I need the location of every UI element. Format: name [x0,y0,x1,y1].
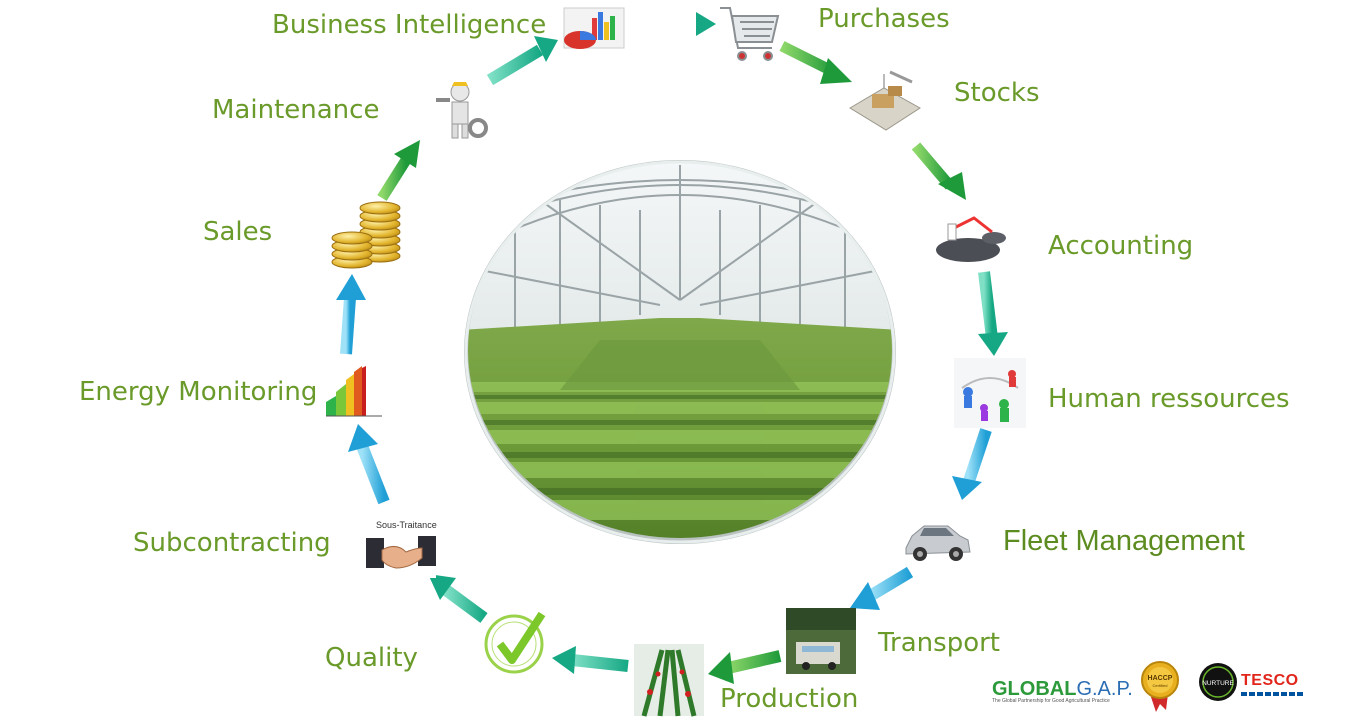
greenhouse-photo [464,160,896,544]
haccp-badge-title: HACCP [1148,675,1173,682]
arrow-quality-to-subcontracting [428,574,488,623]
arrow-energy-to-sales [336,274,366,355]
label-transport: Transport [878,628,1001,658]
label-purchases: Purchases [818,4,950,34]
arrow-hr-to-fleet [952,428,992,500]
cycle-arrows [336,12,1008,684]
globalgap-logo-suffix: G.A.P. [1076,678,1133,700]
arrow-purchases-to-stocks [779,41,852,84]
transport-photo-icon [786,608,856,674]
quality-check-icon [484,611,546,674]
label-energy-monitoring: Energy Monitoring [79,377,318,407]
shopping-cart-icon [720,7,780,61]
business-chart-icon [563,7,625,49]
label-production: Production [720,684,859,714]
maintenance-worker-icon [436,82,488,139]
haccp-badge-subtitle: Certified [1153,683,1168,688]
label-fleet-management: Fleet Management [1003,525,1245,557]
label-human-resources: Human ressources [1048,384,1290,414]
arrow-maintenance-to-bi [486,36,558,86]
warehouse-icon [849,70,921,131]
nurture-logo-text: NURTURE [1202,680,1234,687]
globalgap-tagline: The Global Partnership for Good Agricult… [992,698,1110,704]
arrow-accounting-to-hr [978,271,1008,356]
label-accounting: Accounting [1048,231,1194,261]
nurture-logo-icon: NURTURE [1199,663,1237,701]
arrow-sales-to-maintenance [377,140,420,201]
globalgap-logo-main: GLOBAL [992,678,1077,700]
accounting-puzzle-icon [936,216,1006,262]
certification-logos: GLOBALG.A.P. The Global Partnership for … [990,656,1320,716]
car-icon [905,525,971,561]
energy-bars-icon [326,366,382,417]
label-quality: Quality [325,643,418,673]
haccp-badge-icon: HACCP Certified [1141,661,1179,712]
arrow-bi-to-purchases [628,12,716,36]
arrow-transport-to-production [708,650,782,684]
handshake-icon: Sous-Traitance [366,518,437,578]
arrow-production-to-quality [552,646,629,674]
arrow-subcontracting-to-energy [348,424,390,505]
arrow-stocks-to-accounting [911,142,966,200]
label-maintenance: Maintenance [212,95,380,125]
arrow-fleet-to-transport [850,566,914,610]
people-network-icon [954,358,1026,428]
label-stocks: Stocks [954,78,1040,108]
production-photo-icon [634,644,704,717]
label-business-intelligence: Business Intelligence [272,10,547,40]
label-subcontracting: Subcontracting [133,528,331,558]
tesco-logo: TESCO [1241,672,1299,689]
tesco-underline [1241,692,1303,696]
subcontracting-icon-caption: Sous-Traitance [376,520,437,530]
label-sales: Sales [203,217,273,247]
coins-stack-icon [331,201,401,269]
globalgap-logo: GLOBALG.A.P. [992,678,1133,701]
